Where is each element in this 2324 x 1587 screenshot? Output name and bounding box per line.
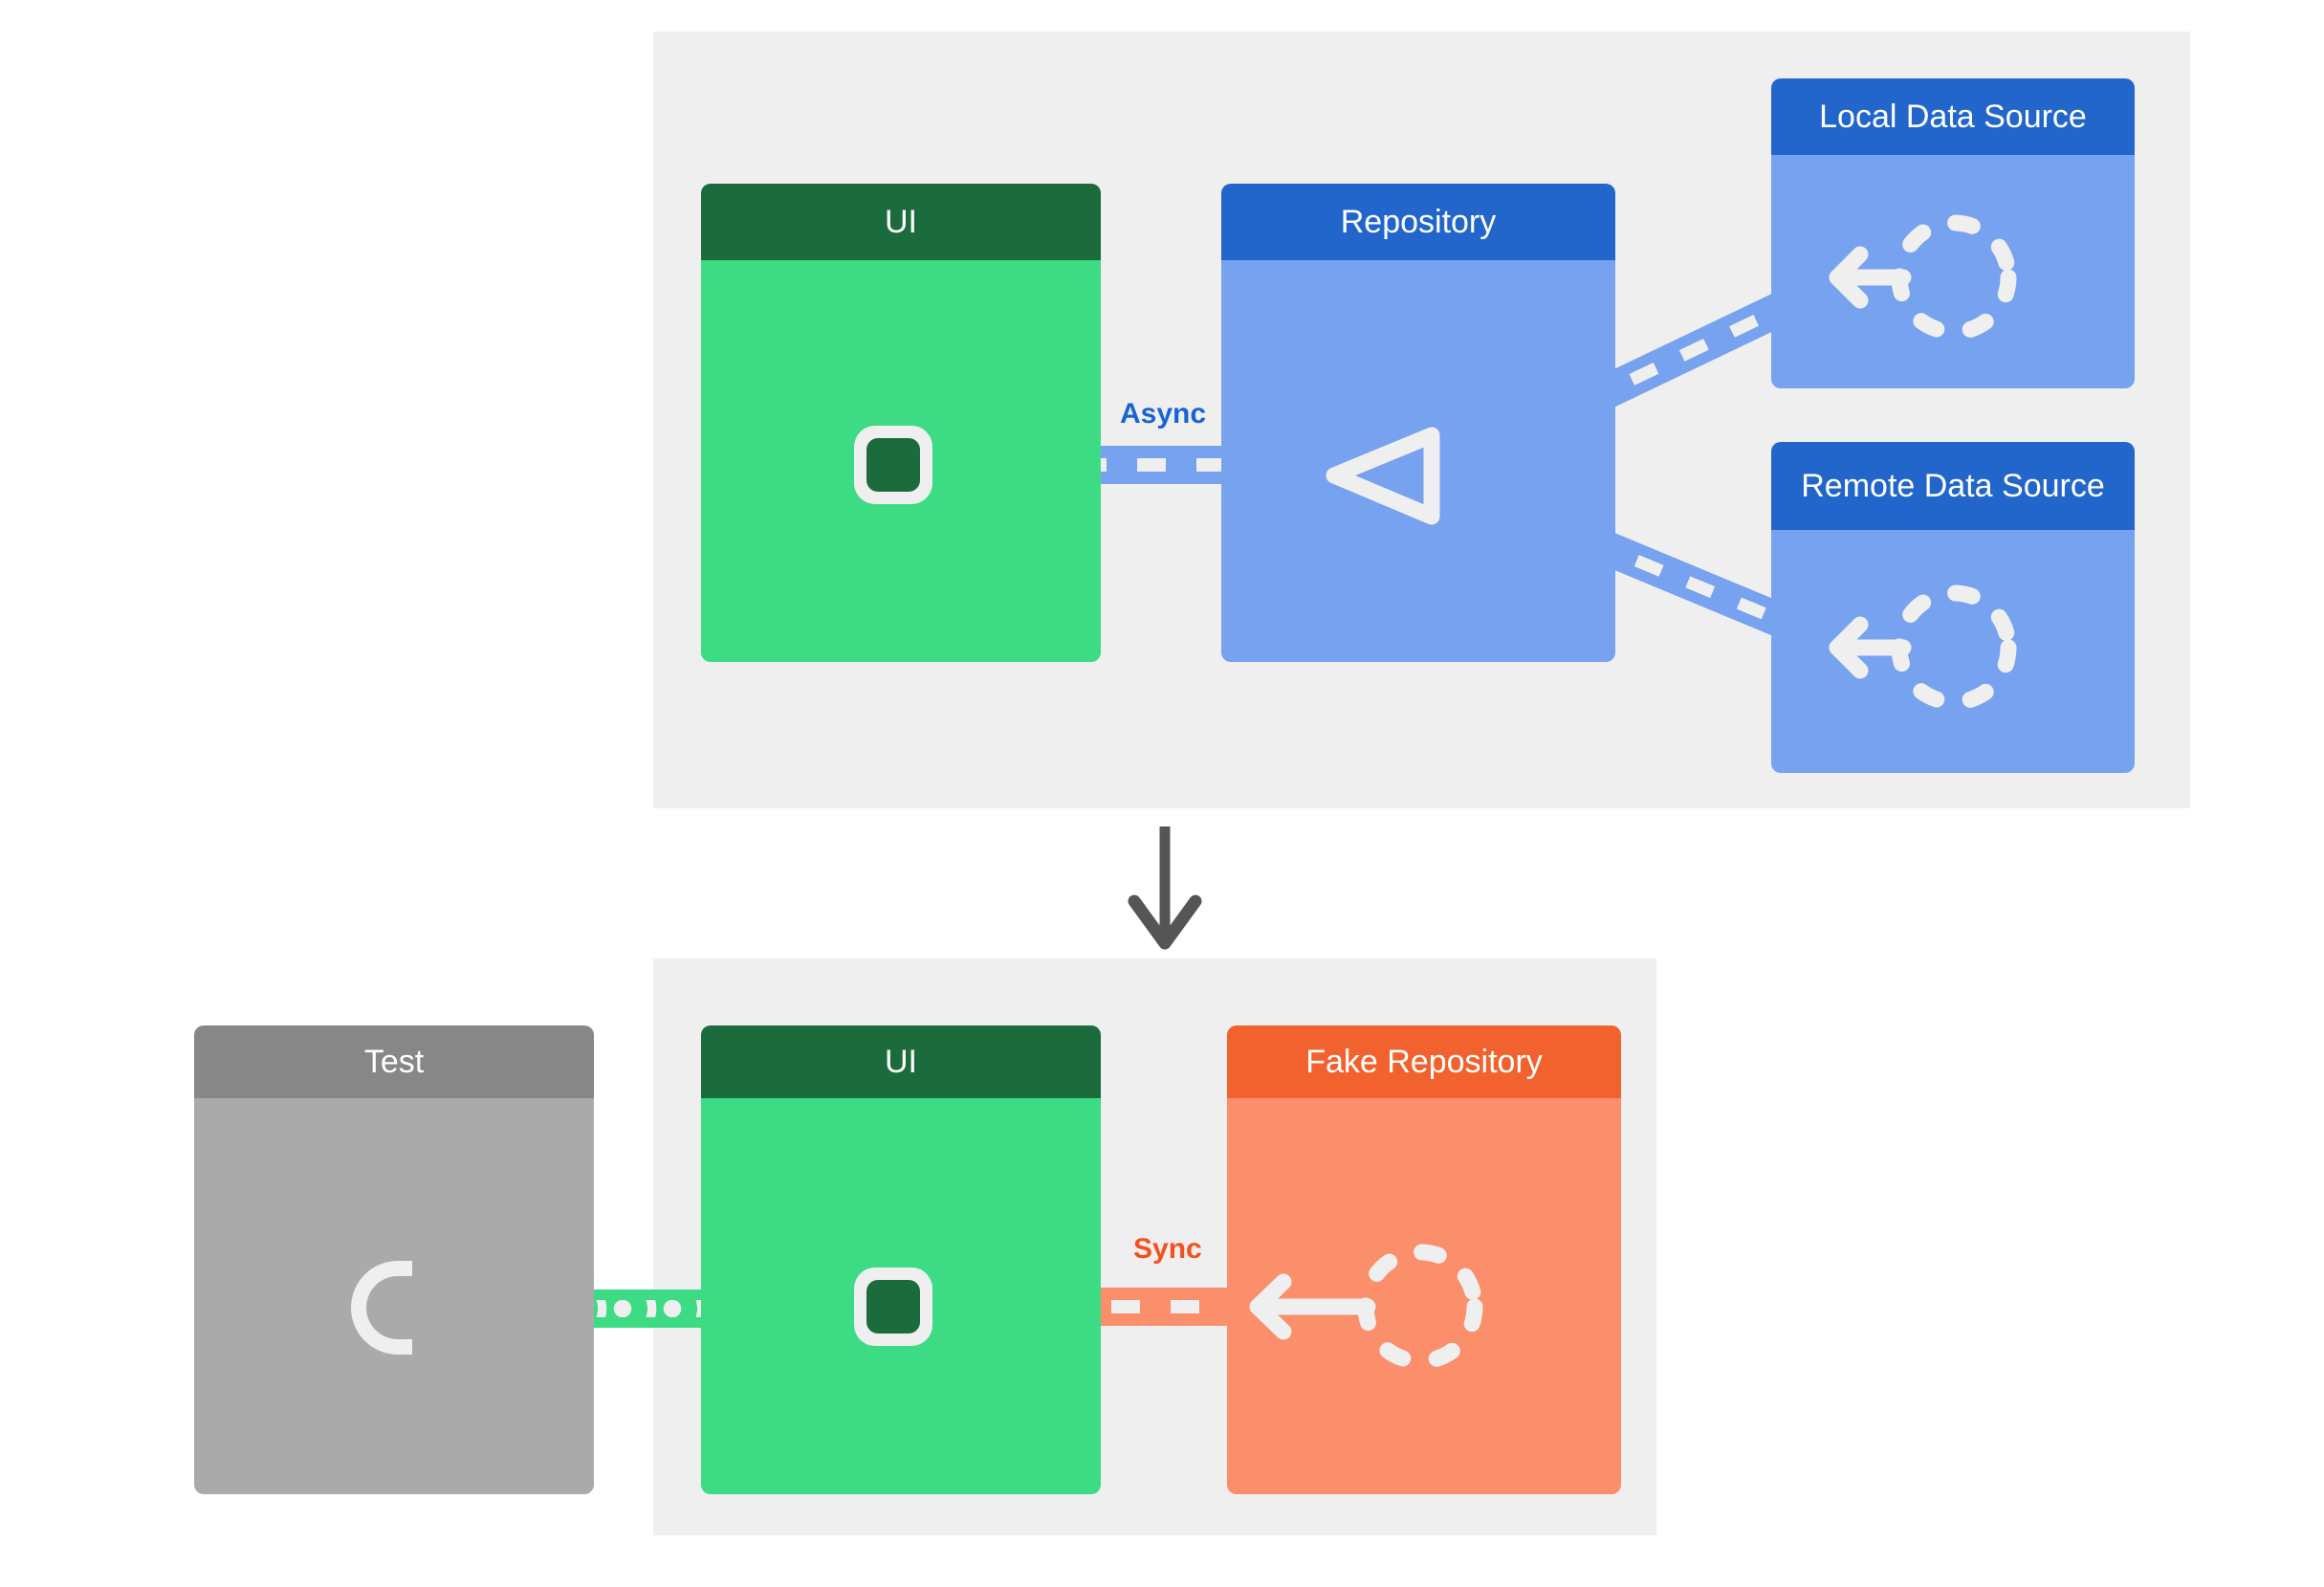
edge-label-sync: Sync: [1126, 1231, 1210, 1267]
ui-plug-icon: [854, 1267, 932, 1346]
component-repository-title: Repository: [1221, 184, 1615, 260]
ui-plug-icon: [854, 426, 932, 504]
component-test-title: Test: [194, 1025, 594, 1098]
component-repository-body: [1221, 260, 1615, 662]
component-remote-data-source-body: [1771, 530, 2135, 773]
component-remote-data-source[interactable]: Remote Data Source: [1771, 442, 2135, 773]
component-fake-repository[interactable]: Fake Repository: [1227, 1025, 1621, 1494]
component-local-data-source[interactable]: Local Data Source: [1771, 78, 2135, 388]
component-local-data-source-title: Local Data Source: [1771, 78, 2135, 155]
component-test[interactable]: Test: [194, 1025, 594, 1494]
component-ui-production[interactable]: UI: [701, 184, 1101, 662]
component-remote-data-source-title: Remote Data Source: [1771, 442, 2135, 530]
downward-transition-arrow-icon: [1128, 827, 1202, 950]
component-fake-repository-body: [1227, 1098, 1621, 1494]
component-local-data-source-body: [1771, 155, 2135, 388]
component-ui-production-title: UI: [701, 184, 1101, 260]
edge-label-async: Async: [1112, 396, 1215, 432]
component-fake-repository-title: Fake Repository: [1227, 1025, 1621, 1098]
component-ui-test-title: UI: [701, 1025, 1101, 1098]
component-ui-test[interactable]: UI: [701, 1025, 1101, 1494]
component-repository[interactable]: Repository: [1221, 184, 1615, 662]
